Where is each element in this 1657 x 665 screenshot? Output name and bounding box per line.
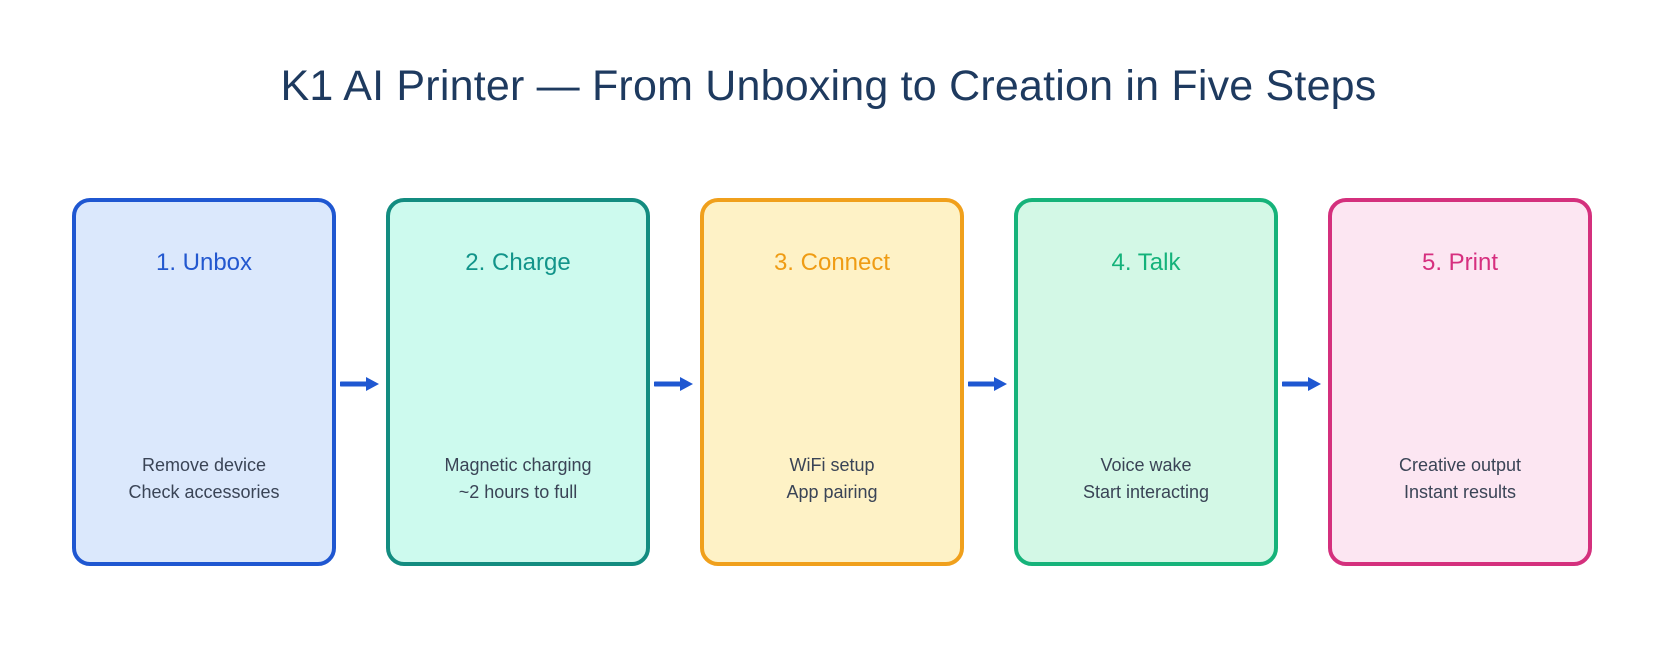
arrow-right-icon [968, 377, 1007, 391]
arrow-right-icon [654, 377, 693, 391]
step-line: WiFi setup [789, 455, 875, 475]
step-line: Check accessories [128, 482, 280, 502]
arrow-right-icon [340, 377, 379, 391]
step-line: Voice wake [1100, 455, 1192, 475]
step-title: 1. Unbox [155, 249, 253, 276]
step-card-charge: 2. Charge Magnetic charging ~2 hours to … [386, 198, 650, 566]
step-line: App pairing [786, 482, 878, 502]
step-title: 2. Charge [465, 249, 571, 276]
step-description: Voice wake Start interacting [1018, 452, 1274, 506]
step-card-unbox: 1. Unbox Remove device Check accessories [72, 198, 336, 566]
step-description: WiFi setup App pairing [704, 452, 960, 506]
step-line: Start interacting [1082, 482, 1210, 502]
step-line: Magnetic charging [444, 455, 592, 475]
step-line: ~2 hours to full [458, 482, 578, 502]
step-description: Remove device Check accessories [76, 452, 332, 506]
step-card-talk: 4. Talk Voice wake Start interacting [1014, 198, 1278, 566]
step-title: 3. Connect [773, 249, 891, 276]
step-card-print: 5. Print Creative output Instant results [1328, 198, 1592, 566]
step-line: Instant results [1403, 482, 1517, 502]
step-description: Magnetic charging ~2 hours to full [390, 452, 646, 506]
step-line: Remove device [141, 455, 267, 475]
step-title: 5. Print [1421, 249, 1499, 276]
arrow-right-icon [1282, 377, 1321, 391]
page-title: K1 AI Printer — From Unboxing to Creatio… [280, 62, 1377, 110]
step-title: 4. Talk [1111, 249, 1181, 276]
step-description: Creative output Instant results [1332, 452, 1588, 506]
step-card-connect: 3. Connect WiFi setup App pairing [700, 198, 964, 566]
step-line: Creative output [1398, 455, 1522, 475]
